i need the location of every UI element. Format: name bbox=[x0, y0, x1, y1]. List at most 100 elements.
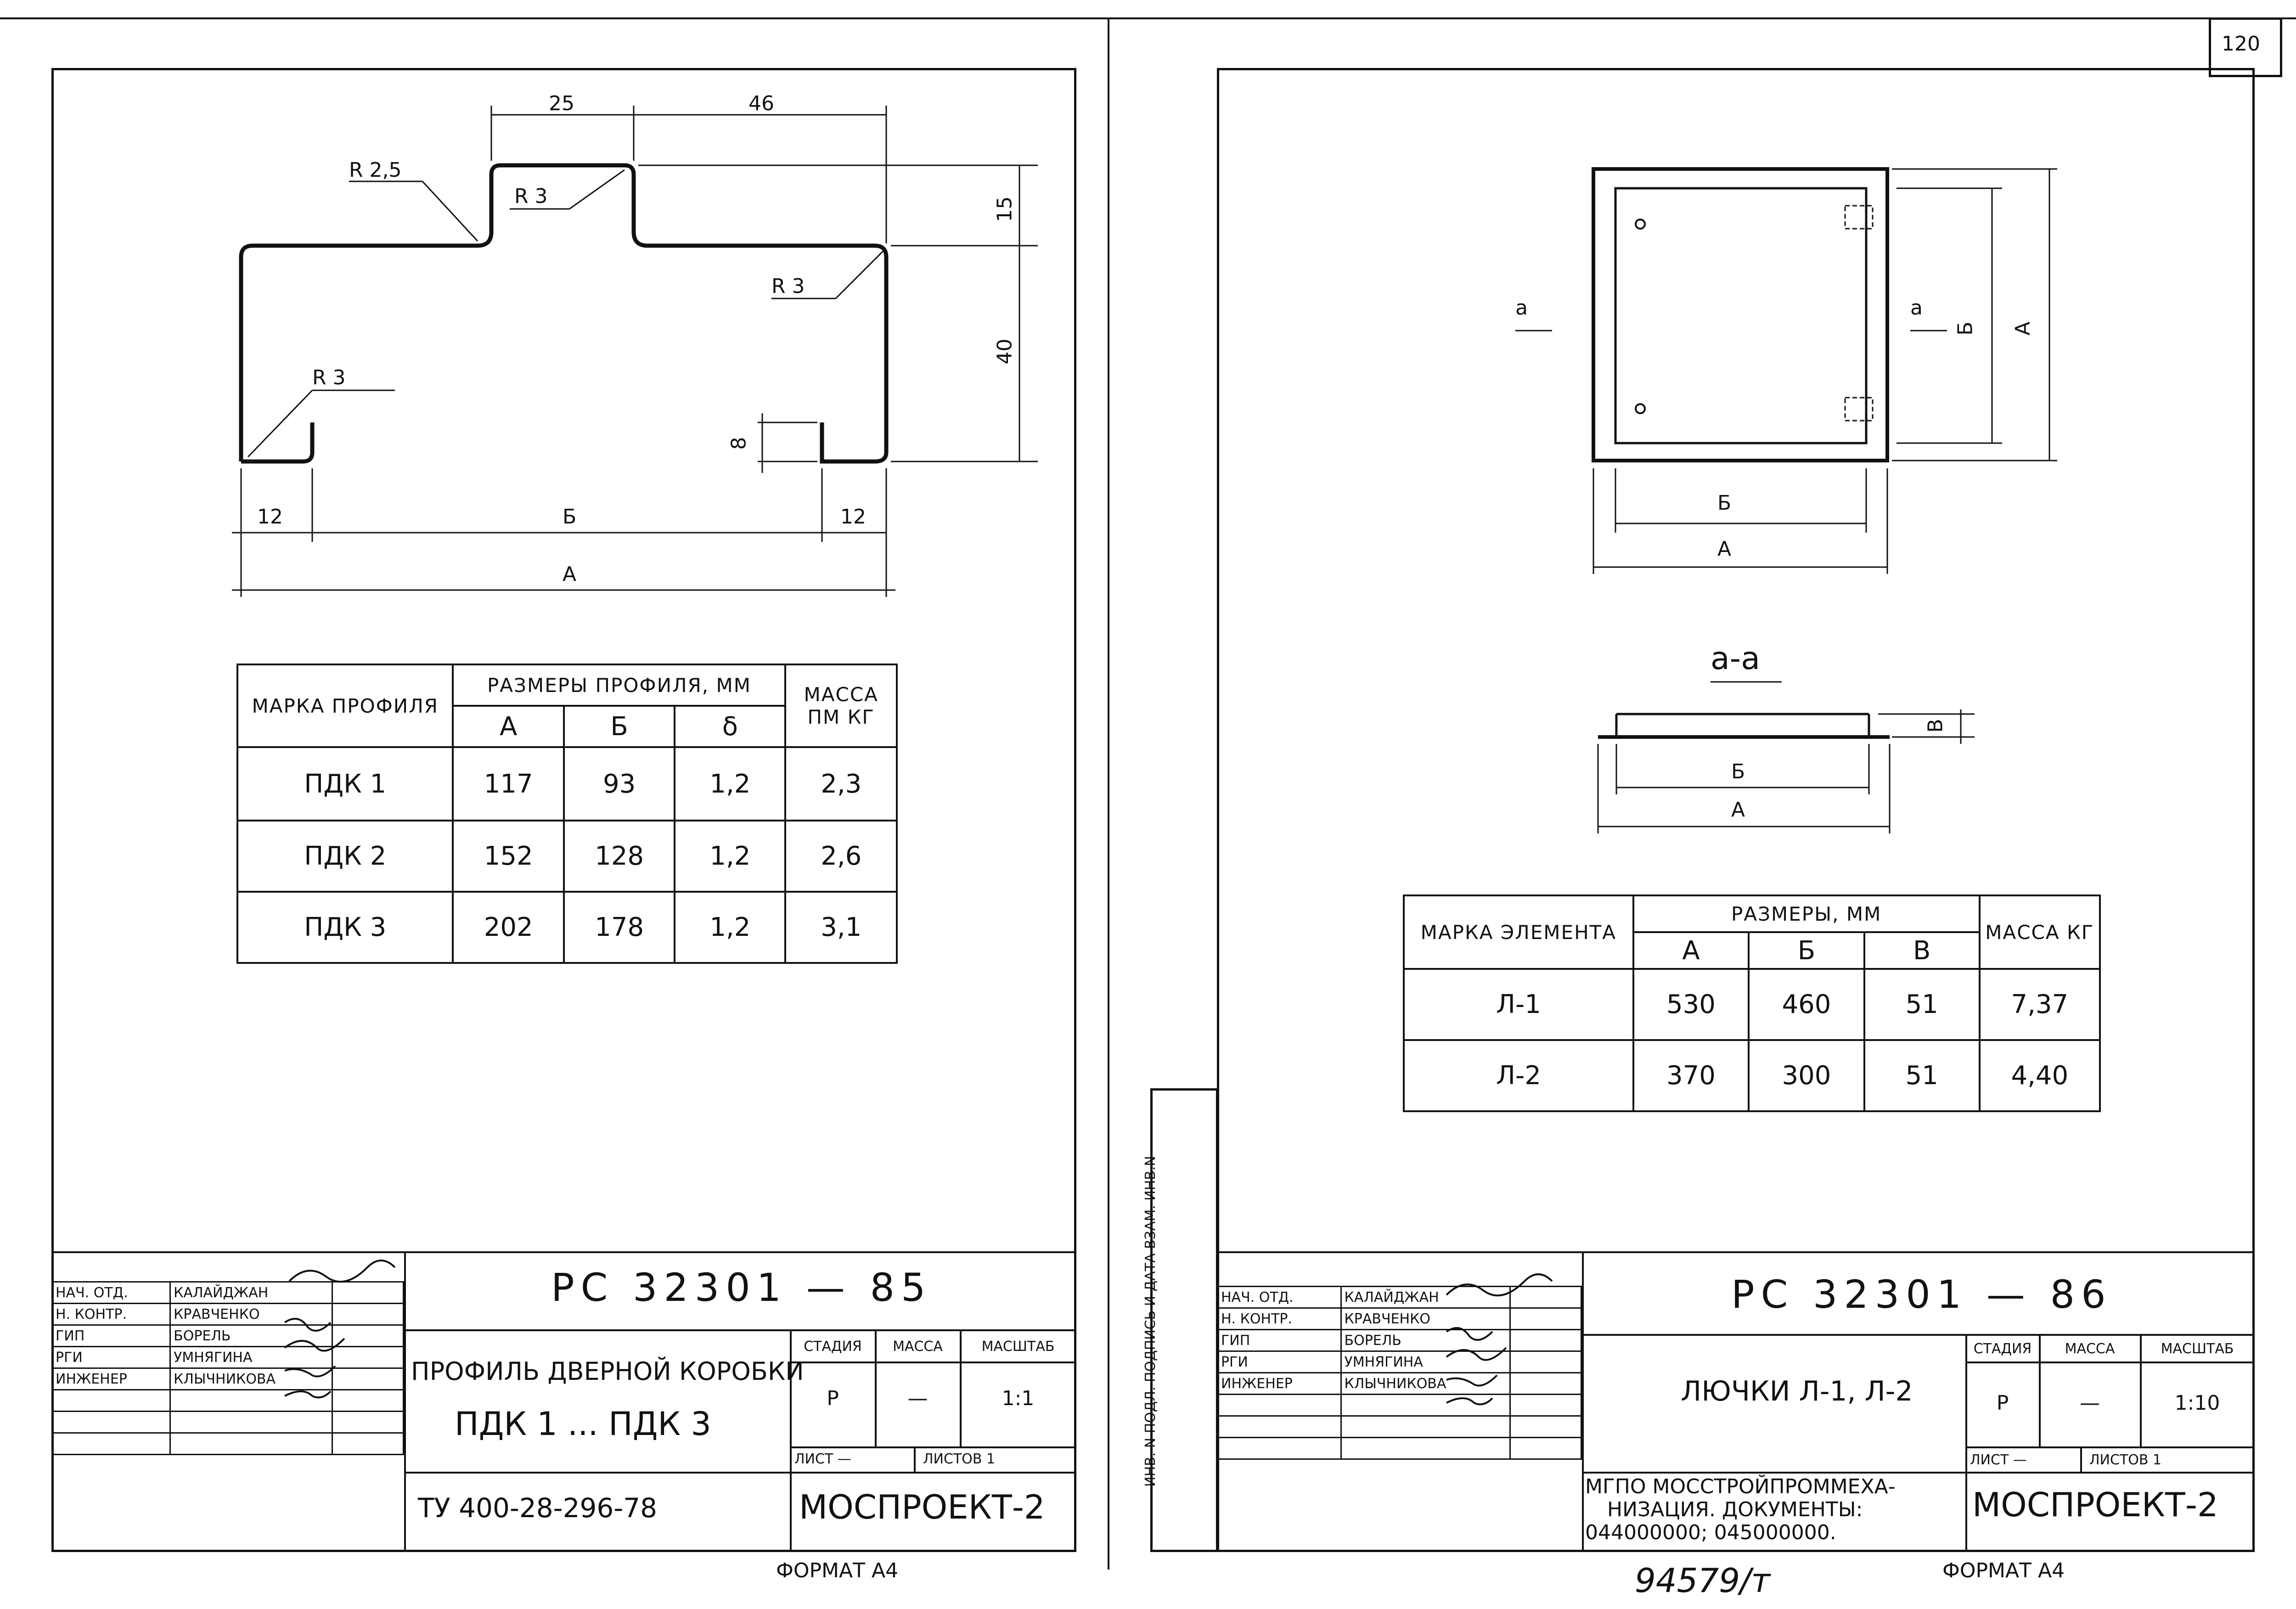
sheet2-mass: — bbox=[2080, 1391, 2100, 1415]
signer-role: РГИ bbox=[1217, 1350, 1342, 1373]
side-stamp-box bbox=[1150, 1088, 1218, 1552]
hatch-plan-view bbox=[1592, 167, 1889, 462]
signature-cell bbox=[332, 1346, 404, 1369]
signer-role: ИНЖЕНЕР bbox=[1217, 1372, 1342, 1395]
subcol-a: А bbox=[452, 705, 565, 748]
table-row: ПДК 3 202 178 1,2 3,1 bbox=[236, 891, 898, 964]
sheet1-sheets-label: ЛИСТОВ 1 bbox=[923, 1451, 996, 1467]
sheet2-sheet-label: ЛИСТ — bbox=[1970, 1452, 2027, 1468]
signer-role: ГИП bbox=[51, 1324, 171, 1347]
sheet2-format-label: ФОРМАТ А4 bbox=[1942, 1559, 2065, 1582]
dim-b-vertical: Б bbox=[1953, 321, 1977, 336]
dim-40: 40 bbox=[993, 338, 1017, 365]
signer-name: БОРЕЛЬ bbox=[1340, 1329, 1511, 1352]
profile-spec-table: МАРКА ПРОФИЛЯ РАЗМЕРЫ ПРОФИЛЯ, ММ МАССА … bbox=[236, 664, 898, 964]
sheet1-sheet-label: ЛИСТ — bbox=[794, 1451, 851, 1467]
cell-b: 128 bbox=[563, 820, 676, 893]
signer-role: ГИП bbox=[1217, 1329, 1342, 1352]
top-edge-line bbox=[0, 17, 2296, 19]
cell-b: 460 bbox=[1748, 968, 1865, 1041]
dim-12-left: 12 bbox=[257, 505, 283, 529]
sec-dim-a: А bbox=[1731, 798, 1745, 821]
sheet2-doc-code: РС 32301 — 86 bbox=[1731, 1272, 2112, 1317]
table-row: ПДК 1 117 93 1,2 2,3 bbox=[236, 746, 898, 821]
sheet1-org: МОСПРОЕКТ-2 bbox=[799, 1488, 1045, 1526]
cell-b: 93 bbox=[563, 746, 676, 821]
dim-r3-top: R 3 bbox=[514, 185, 548, 208]
sheet1-scale-header: МАСШТАБ bbox=[981, 1339, 1055, 1355]
sheet2-mass-header: МАССА bbox=[2065, 1341, 2115, 1357]
sheet1-scale: 1:1 bbox=[1002, 1387, 1035, 1410]
cell-mass: 2,3 bbox=[784, 746, 898, 821]
subcol-delta: δ bbox=[674, 705, 787, 748]
dim-a: А bbox=[563, 563, 577, 586]
subcol-b: Б bbox=[563, 705, 676, 748]
dim-r3-left: R 3 bbox=[312, 366, 346, 389]
section-title: а-а bbox=[1711, 641, 1760, 677]
col-mark-header: МАРКА ПРОФИЛЯ bbox=[236, 664, 454, 748]
cell-v: 51 bbox=[1863, 1039, 1981, 1112]
cell-b: 178 bbox=[563, 891, 676, 964]
cell-mark: ПДК 2 bbox=[236, 820, 454, 893]
signer-role: НАЧ. ОТД. bbox=[1217, 1286, 1342, 1309]
sheet1-doc-code: РС 32301 — 85 bbox=[551, 1265, 932, 1310]
signer-role: НАЧ. ОТД. bbox=[51, 1281, 171, 1304]
signature-cell bbox=[332, 1324, 404, 1347]
dim-b-horizontal: Б bbox=[1717, 491, 1732, 515]
sheet1-mass: — bbox=[907, 1387, 928, 1410]
dim-12-right: 12 bbox=[840, 505, 866, 529]
signer-name: КЛЫЧНИКОВА bbox=[169, 1367, 333, 1390]
cell-mark: ПДК 1 bbox=[236, 746, 454, 821]
cell-b: 300 bbox=[1748, 1039, 1865, 1112]
dim-r3-right: R 3 bbox=[771, 275, 805, 298]
sheet2-note-line3: 044000000; 045000000. bbox=[1585, 1521, 1836, 1544]
sheet2-stage: Р bbox=[1996, 1391, 2009, 1415]
sheet1-format-label: ФОРМАТ А4 bbox=[776, 1559, 899, 1582]
col-mass-header: МАССА ПМ КГ bbox=[784, 664, 898, 748]
cell-delta: 1,2 bbox=[674, 746, 787, 821]
cell-a: 117 bbox=[452, 746, 565, 821]
col-sizes-header: РАЗМЕРЫ ПРОФИЛЯ, ММ bbox=[452, 664, 787, 707]
sheet2-scale: 1:10 bbox=[2174, 1391, 2220, 1415]
sheet1-title-line2: ПДК 1 ... ПДК 3 bbox=[455, 1405, 711, 1443]
signature-cell bbox=[1509, 1350, 1582, 1373]
subcol-b: Б bbox=[1748, 931, 1865, 970]
hatch-section-view bbox=[1598, 681, 1890, 739]
cell-mark: Л-2 bbox=[1403, 1039, 1634, 1112]
signer-name: КРАВЧЕНКО bbox=[1340, 1307, 1511, 1330]
signer-name: КЛЫЧНИКОВА bbox=[1340, 1372, 1511, 1395]
sheet1-frame bbox=[51, 68, 1076, 1552]
sheet-divider-line bbox=[1108, 17, 1109, 1570]
sheet2-stage-header: СТАДИЯ bbox=[1973, 1341, 2032, 1357]
signature-cell bbox=[1509, 1329, 1582, 1352]
signer-role: Н. КОНТР. bbox=[51, 1303, 171, 1326]
section-mark-left: а bbox=[1515, 296, 1528, 320]
cell-a: 202 bbox=[452, 891, 565, 964]
signer-row: Н. КОНТР.КРАВЧЕНКО bbox=[1217, 1307, 1582, 1330]
cell-delta: 1,2 bbox=[674, 820, 787, 893]
dim-b: Б bbox=[563, 505, 577, 529]
sheet2-title: ЛЮЧКИ Л-1, Л-2 bbox=[1681, 1375, 1913, 1407]
signer-name: КАЛАЙДЖАН bbox=[1340, 1286, 1511, 1309]
archive-number: 94579/т bbox=[1635, 1561, 1771, 1600]
sheet1-mass-header: МАССА bbox=[893, 1339, 943, 1355]
signer-name: УМНЯГИНА bbox=[1340, 1350, 1511, 1373]
cell-mass: 4,40 bbox=[1978, 1039, 2101, 1112]
dim-46: 46 bbox=[748, 92, 774, 115]
sheet2-org: МОСПРОЕКТ-2 bbox=[1972, 1485, 2218, 1524]
signer-name: УМНЯГИНА bbox=[169, 1346, 333, 1369]
table-row: ПДК 2 152 128 1,2 2,6 bbox=[236, 820, 898, 893]
cell-a: 530 bbox=[1632, 968, 1750, 1041]
section-mark-right: а bbox=[1910, 296, 1923, 320]
sheet1-dimension-lines bbox=[232, 106, 1038, 597]
sheet2-scale-header: МАСШТАБ bbox=[2161, 1341, 2234, 1357]
sheet2-frame bbox=[1217, 68, 2255, 1552]
signer-role: РГИ bbox=[51, 1346, 171, 1369]
cell-mark: Л-1 bbox=[1403, 968, 1634, 1041]
cell-a: 370 bbox=[1632, 1039, 1750, 1112]
table-row: Л-2 370 300 51 4,40 bbox=[1403, 1039, 2101, 1112]
sheet2-signers-table: НАЧ. ОТД.КАЛАЙДЖАН Н. КОНТР.КРАВЧЕНКО ГИ… bbox=[1217, 1286, 1582, 1460]
col-mass-header: МАССА КГ bbox=[1978, 895, 2101, 970]
